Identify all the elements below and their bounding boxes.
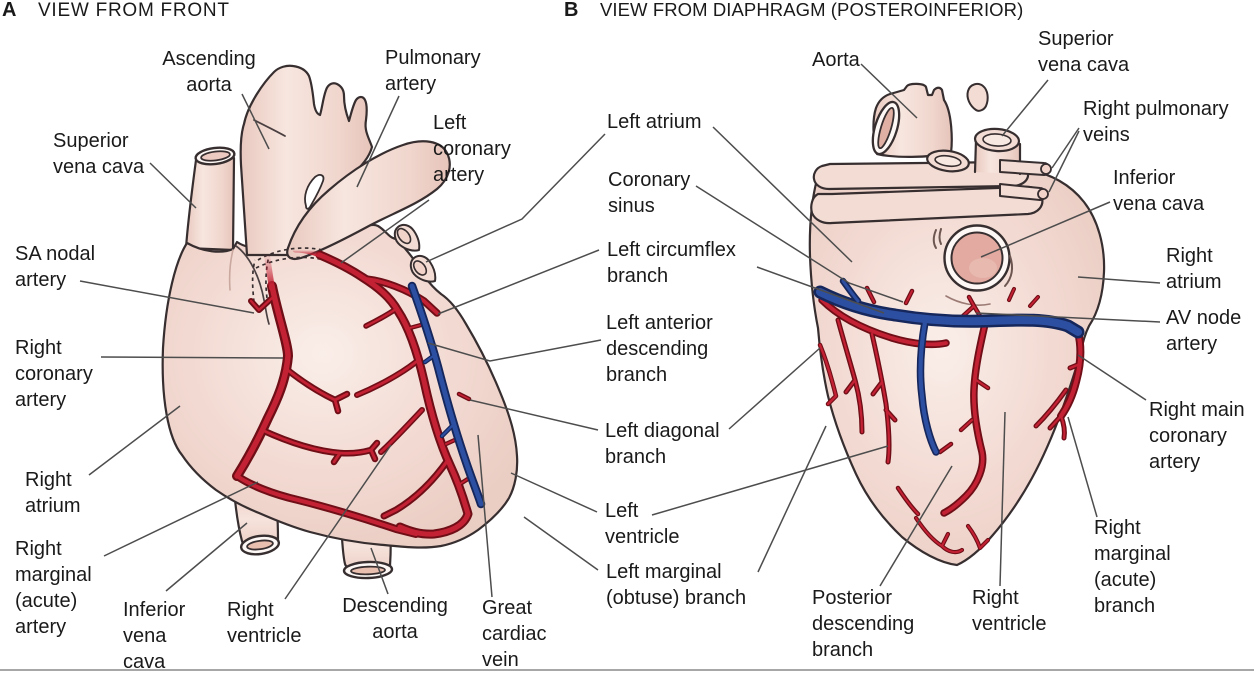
svg-text:Left anterior: Left anterior [606,312,713,334]
svg-text:Left marginal: Left marginal [606,561,722,583]
svg-text:AV node: AV node [1166,307,1241,329]
svg-text:VIEW FROM FRONT: VIEW FROM FRONT [38,0,230,21]
svg-text:veins: veins [1083,124,1130,146]
svg-text:Right: Right [227,599,274,621]
svg-text:Superior: Superior [1038,28,1114,50]
svg-text:ventricle: ventricle [605,526,679,548]
svg-text:Left atrium: Left atrium [607,111,701,133]
svg-text:vena cava: vena cava [53,156,145,178]
svg-text:vena cava: vena cava [1038,54,1130,76]
svg-text:artery: artery [433,164,484,186]
svg-text:cava: cava [123,651,166,673]
svg-text:atrium: atrium [1166,271,1222,293]
svg-text:vena: vena [123,625,167,647]
svg-text:atrium: atrium [25,495,81,517]
svg-text:Right: Right [1166,245,1213,267]
svg-text:ventricle: ventricle [227,625,301,647]
svg-text:branch: branch [1094,595,1155,617]
svg-text:branch: branch [607,265,668,287]
svg-text:ventricle: ventricle [972,613,1046,635]
svg-text:artery: artery [15,389,66,411]
svg-text:Right main: Right main [1149,399,1245,421]
svg-text:vein: vein [482,649,519,671]
svg-text:coronary: coronary [15,363,93,385]
svg-text:vena cava: vena cava [1113,193,1205,215]
svg-text:sinus: sinus [608,195,655,217]
svg-text:Left diagonal: Left diagonal [605,420,720,442]
svg-text:Left: Left [605,500,639,522]
svg-text:Right: Right [15,337,62,359]
svg-text:(obtuse) branch: (obtuse) branch [606,587,746,609]
svg-text:Inferior: Inferior [1113,167,1176,189]
svg-text:branch: branch [605,446,666,468]
svg-text:cardiac: cardiac [482,623,546,645]
svg-text:Right: Right [25,469,72,491]
svg-text:marginal: marginal [15,564,92,586]
svg-text:artery: artery [1149,451,1200,473]
svg-text:Ascending: Ascending [162,48,255,70]
svg-text:B: B [564,0,578,21]
svg-text:A: A [2,0,16,21]
svg-text:Coronary: Coronary [608,169,690,191]
svg-text:artery: artery [1166,333,1217,355]
svg-text:Superior: Superior [53,130,129,152]
svg-text:Left circumflex: Left circumflex [607,239,736,261]
svg-text:marginal: marginal [1094,543,1171,565]
svg-text:Right: Right [972,587,1019,609]
svg-text:Aorta: Aorta [812,49,861,71]
svg-text:branch: branch [812,639,873,661]
svg-text:Inferior: Inferior [123,599,186,621]
svg-text:artery: artery [385,73,436,95]
svg-text:Right pulmonary: Right pulmonary [1083,98,1229,120]
svg-text:Descending: Descending [342,595,448,617]
svg-text:artery: artery [15,616,66,638]
svg-text:VIEW FROM DIAPHRAGM (POSTEROIN: VIEW FROM DIAPHRAGM (POSTEROINFERIOR) [600,0,1023,20]
svg-text:coronary: coronary [1149,425,1227,447]
svg-text:aorta: aorta [186,74,232,96]
svg-text:Posterior: Posterior [812,587,892,609]
svg-text:Left: Left [433,112,467,134]
svg-text:(acute): (acute) [15,590,77,612]
svg-text:Pulmonary: Pulmonary [385,47,481,69]
svg-text:descending: descending [606,338,708,360]
svg-text:artery: artery [15,269,66,291]
svg-text:descending: descending [812,613,914,635]
svg-text:Right: Right [1094,517,1141,539]
svg-text:Great: Great [482,597,532,619]
svg-text:branch: branch [606,364,667,386]
svg-text:(acute): (acute) [1094,569,1156,591]
svg-text:coronary: coronary [433,138,511,160]
svg-text:SA nodal: SA nodal [15,243,95,265]
svg-text:Right: Right [15,538,62,560]
svg-text:aorta: aorta [372,621,418,643]
